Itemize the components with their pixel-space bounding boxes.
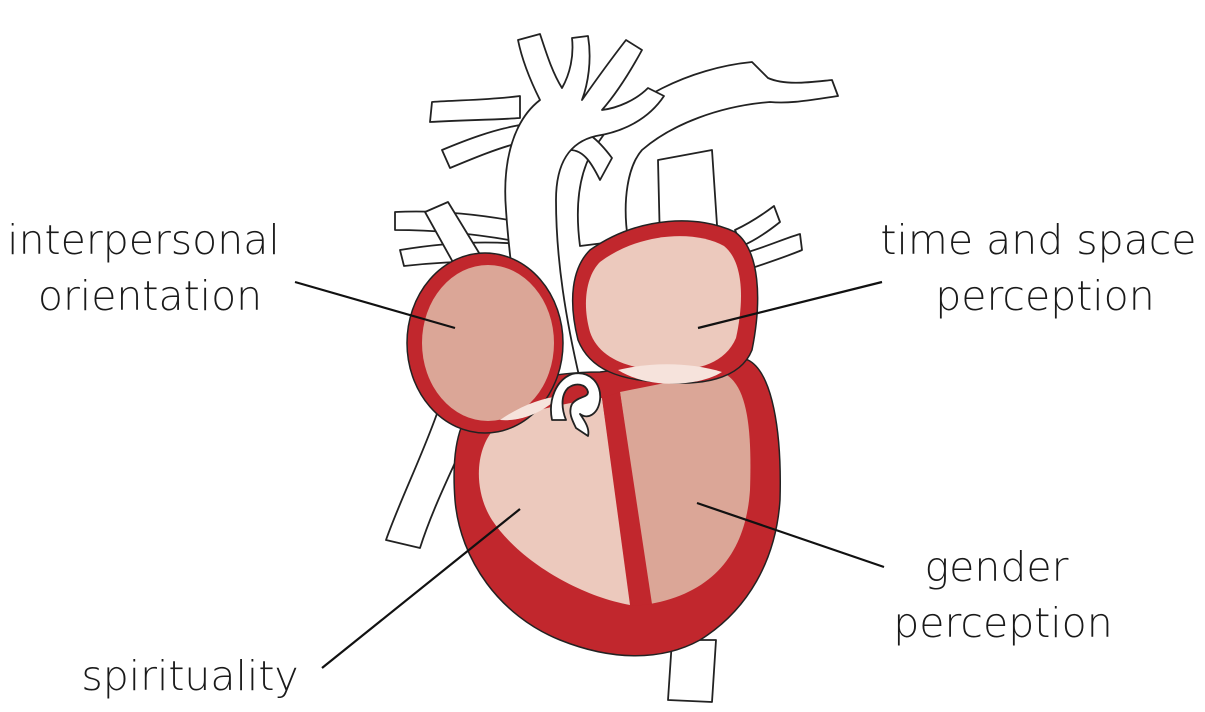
heart-body bbox=[407, 221, 780, 656]
label-time-space-line2: perception bbox=[935, 272, 1155, 320]
label-spirituality: spirituality bbox=[81, 652, 298, 700]
label-time-space-line1: time and space bbox=[880, 216, 1196, 264]
left-atrium bbox=[586, 236, 741, 370]
svg-text:gender perception: gender perception bbox=[893, 543, 1113, 647]
svg-text:interpersonal orientatio: interpersonal orientation bbox=[7, 216, 293, 320]
svg-text:spirituality: spirituality bbox=[81, 652, 298, 700]
label-interpersonal-line2: orientation bbox=[38, 272, 262, 320]
label-gender-line2: perception bbox=[893, 599, 1113, 647]
label-interpersonal-line1: interpersonal bbox=[7, 216, 280, 264]
pulmonary-vein-upper-left bbox=[430, 96, 520, 122]
label-gender-line1: gender bbox=[925, 543, 1069, 591]
right-atrium bbox=[422, 265, 554, 421]
svg-text:time and space perceptio: time and space perception bbox=[880, 216, 1205, 320]
